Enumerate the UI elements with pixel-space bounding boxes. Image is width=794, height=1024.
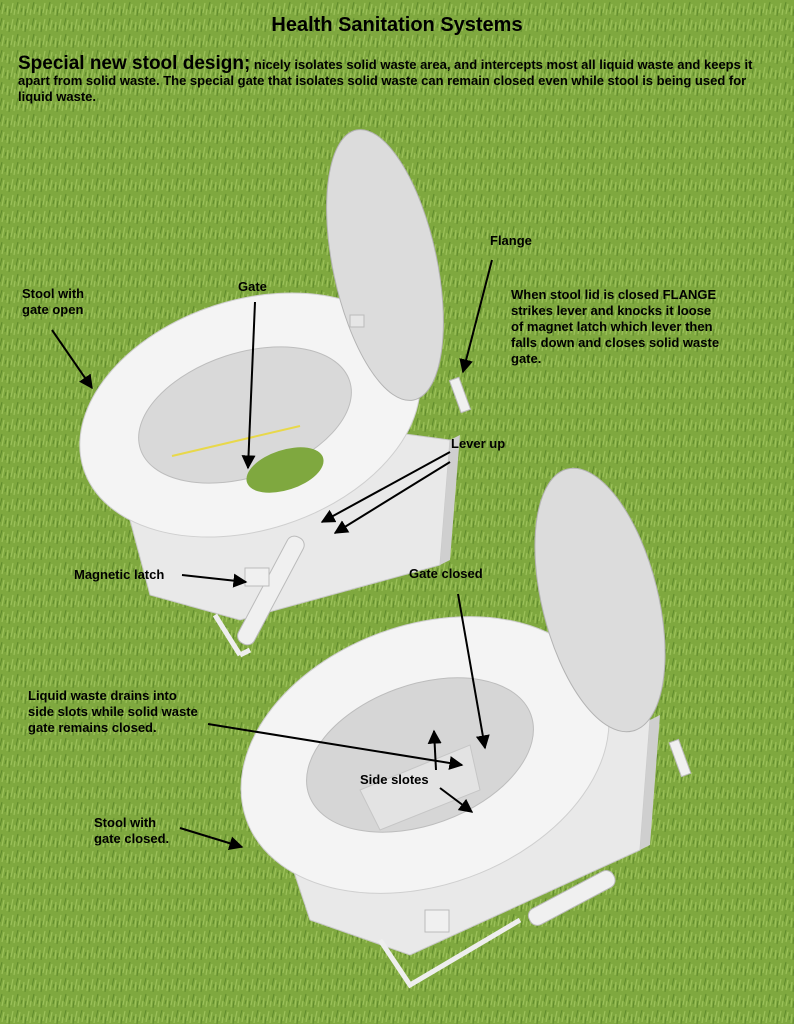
stool-closed-frame <box>377 917 522 989</box>
pointer-arrows <box>51 259 493 851</box>
label-flange: Flange <box>490 233 532 248</box>
arrow-side-slot-down <box>439 787 474 813</box>
stool-open-flange <box>448 376 472 414</box>
subtitle-text: nicely isolates solid waste area, and in… <box>18 57 753 104</box>
stool-open-lid <box>326 129 444 401</box>
stool-open-hinge <box>349 314 365 328</box>
stool-open-base-side <box>440 435 460 565</box>
label-flange-note: When stool lid is closed FLANGE strikes … <box>511 287 720 366</box>
arrow-lever-up-2 <box>333 461 451 534</box>
stool-closed-base-side <box>640 715 660 850</box>
arrow-gate-closed <box>457 593 490 750</box>
label-side-slots: Side slotes <box>360 772 429 787</box>
page-subtitle: Special new stool design; nicely isolate… <box>18 53 778 105</box>
label-liquid-note: Liquid waste drains into side slots whil… <box>28 688 198 735</box>
label-magnetic-latch: Magnetic latch <box>74 567 165 582</box>
arrow-side-slot-up <box>427 729 442 771</box>
label-gate: Gate <box>238 279 267 294</box>
arrow-magnetic-latch <box>181 573 248 588</box>
stool-open-gate-edge <box>171 425 301 457</box>
label-stool-closed: Stool with gate closed. <box>94 815 170 846</box>
arrow-stool-open <box>51 329 93 390</box>
page-title: Health Sanitation Systems <box>271 14 523 36</box>
stool-closed-latch <box>424 909 450 933</box>
stool-open-frame <box>212 613 252 658</box>
arrow-lever-up-1 <box>320 451 451 523</box>
stool-open-latch <box>244 567 270 587</box>
arrow-liquid <box>207 723 464 770</box>
label-stool-open: Stool with gate open <box>22 286 85 317</box>
stool-closed-flange <box>668 738 692 778</box>
stool-closed-lid <box>534 467 666 733</box>
subtitle-lead: Special new stool design; <box>18 53 251 74</box>
arrow-flange <box>459 259 493 374</box>
stool-open-hole <box>246 447 324 493</box>
stool-closed-lever <box>527 870 616 926</box>
label-lever-up: Lever up <box>451 436 506 451</box>
label-gate-closed: Gate closed <box>409 566 483 581</box>
arrow-stool-closed <box>179 827 244 851</box>
arrow-gate <box>241 301 256 470</box>
